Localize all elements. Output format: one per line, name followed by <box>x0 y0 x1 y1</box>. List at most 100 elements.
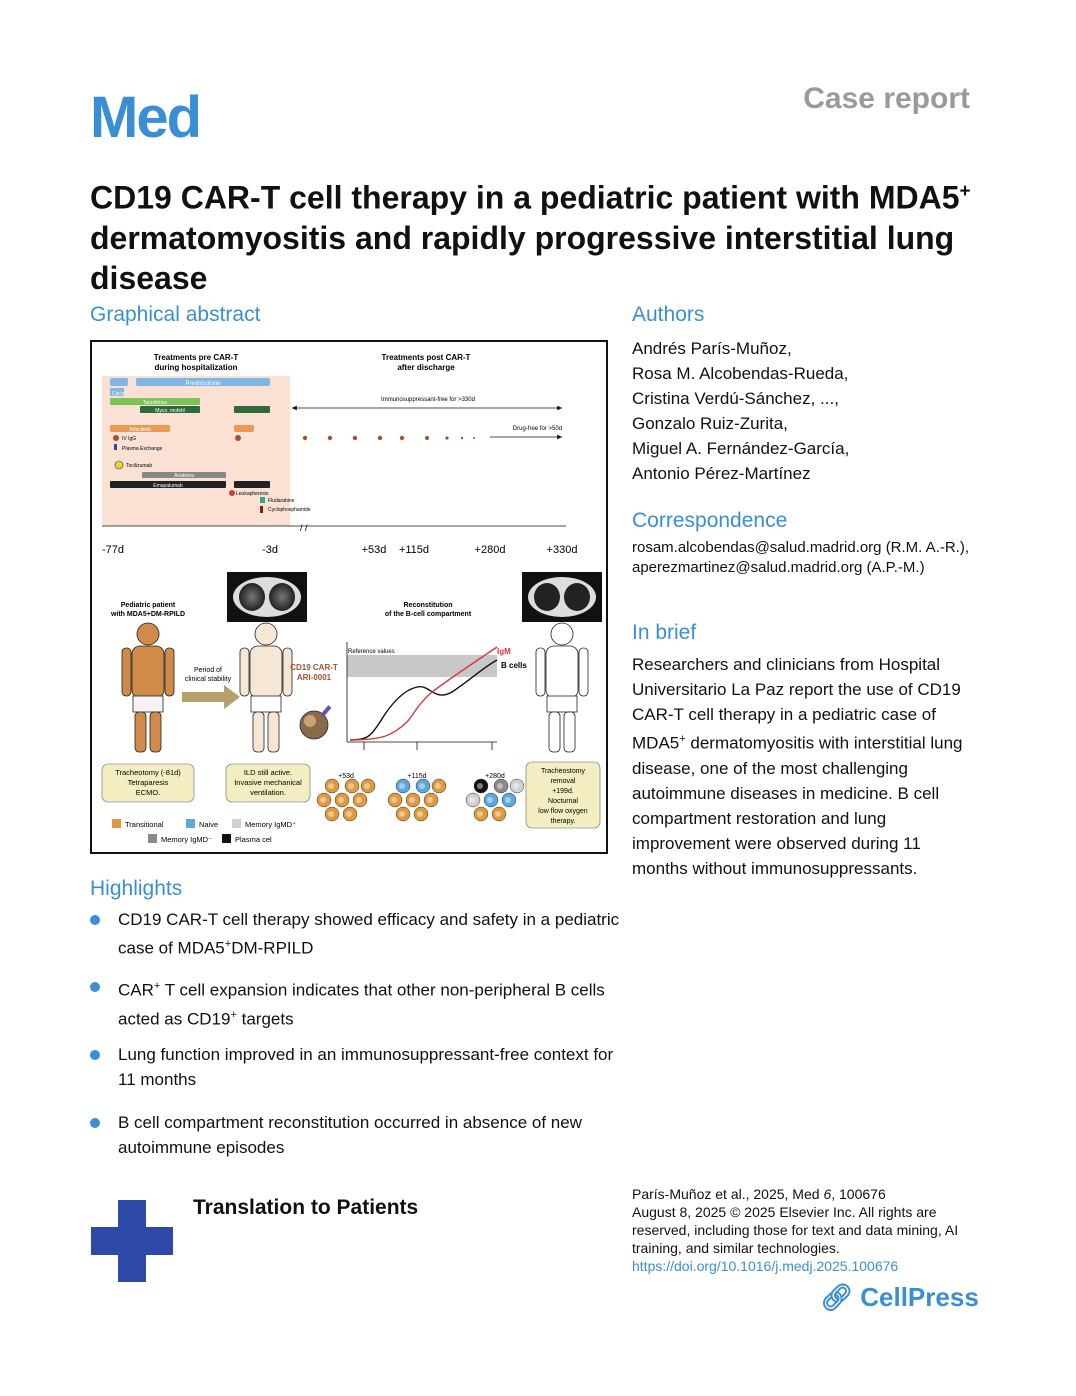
leukapheresis-label: Leukapheresis <box>236 491 269 497</box>
bcell-icon <box>324 806 340 822</box>
post-title-1: Treatments post CAR-T <box>382 353 471 362</box>
bcell-icon <box>423 792 439 808</box>
author-name[interactable]: Antonio Pérez-Martínez <box>632 464 811 483</box>
box3-line: low flow oxygen <box>538 808 588 815</box>
bcell-nucleus <box>487 797 493 803</box>
bcell-nucleus <box>419 783 425 789</box>
syringe-icon <box>320 705 332 717</box>
bcell-nucleus <box>348 783 354 789</box>
bcell-icon <box>413 806 429 822</box>
legend-label: Memory IgMD⁺ <box>245 820 296 829</box>
bcell-icon <box>493 778 509 794</box>
tofacitinib-bar-1 <box>110 425 170 432</box>
bcell-nucleus <box>346 811 352 817</box>
bcell-nucleus <box>477 783 483 789</box>
tofacitinib-label: Tofacitinib <box>129 427 151 433</box>
leukapheresis-dot <box>229 490 235 496</box>
legend-swatch-memory-minus <box>148 834 157 843</box>
bcell-clusters <box>316 778 525 822</box>
tick-label: +330d <box>547 544 578 556</box>
bullet-icon <box>90 1118 100 1128</box>
box3-line: Nocturnal <box>548 798 578 805</box>
bcell-chart: Reference values IgM B cells +53d +115d … <box>338 642 527 780</box>
post-title-2: after discharge <box>397 363 455 372</box>
box1-line: Tracheotomy (-81d) <box>115 768 181 777</box>
bullet-icon <box>90 982 100 992</box>
emapalumab-label: Emapalumab <box>153 483 183 489</box>
legend-swatch-transitional <box>112 819 121 828</box>
bcell-icon <box>483 792 499 808</box>
bcell-icon <box>509 778 525 794</box>
myco-label: Myco. mofetil <box>155 408 184 414</box>
dose-dot <box>377 435 383 441</box>
bcell-nucleus <box>320 797 326 803</box>
highlight-item: CD19 CAR-T cell therapy showed efficacy … <box>90 907 620 961</box>
pre-title-1: Treatments pre CAR-T <box>154 353 239 362</box>
prednisolone-bar-2 <box>136 378 270 386</box>
author-name[interactable]: Andrés París-Muñoz, <box>632 339 792 358</box>
bcell-nucleus <box>513 783 519 789</box>
dose-dot <box>352 435 358 441</box>
bcell-icon <box>316 792 332 808</box>
bcells-line <box>349 659 498 741</box>
bcell-nucleus <box>435 783 441 789</box>
chart-tick: +280d <box>485 773 505 780</box>
immuno-free-label: Immunosuppressant-free for >330d <box>381 397 475 403</box>
author-name[interactable]: Rosa M. Alcobendas-Rueda, <box>632 364 849 383</box>
recon-title-2: of the B-cell compartment <box>385 611 472 618</box>
tick-label: -3d <box>262 544 278 556</box>
igm-label: IgM <box>497 647 511 656</box>
email-link[interactable]: rosam.alcobendas@salud.madrid.org (R.M. … <box>632 539 970 556</box>
bcell-nucleus <box>364 783 370 789</box>
emapalumab-bar-2 <box>234 481 270 488</box>
bcell-icon <box>360 778 376 794</box>
ivig-label: IV IgG <box>122 436 136 442</box>
author-name[interactable]: Cristina Verdú-Sánchez, ..., <box>632 389 839 408</box>
box2-line: ventilation. <box>250 788 286 797</box>
author-name[interactable]: Gonzalo Ruiz-Zurita, <box>632 414 788 433</box>
box3-line: therapy. <box>551 818 576 825</box>
tofacitinib-bar-2 <box>234 425 254 432</box>
box3-line: removal <box>551 778 576 785</box>
tocilizumab-dot <box>114 460 124 470</box>
fludarabine-label: Fludarabine <box>268 498 295 504</box>
bcell-icon <box>431 778 447 794</box>
box2-line: Invasive mechanical <box>234 778 302 787</box>
citation: París-Muñoz et al., 2025, Med 6, 100676 … <box>632 1186 959 1274</box>
patient-label-1: Pediatric patient <box>121 602 176 609</box>
cyclo-bar <box>110 388 124 396</box>
reference-label: Reference values <box>348 649 395 655</box>
box1-line: Tetraparesis <box>128 778 169 787</box>
tick-label: +115d <box>399 544 429 556</box>
plasma-label: Plasma Exchange <box>122 446 163 452</box>
reference-band <box>347 655 497 677</box>
tacrolimus-label: Tacrolimus <box>143 400 167 406</box>
in-brief-heading: In brief <box>632 621 697 644</box>
legend-swatch-naive <box>186 819 195 828</box>
dose-dot <box>302 435 308 441</box>
author-name[interactable]: Miguel A. Fernández-García, <box>632 439 850 458</box>
bcell-nucleus <box>409 797 415 803</box>
period-label-1: Period of <box>194 667 222 674</box>
dose-dot <box>445 436 449 440</box>
cyclophosphamide-label: Cyclophosphamide <box>268 507 311 513</box>
bcell-nucleus <box>477 811 483 817</box>
myco-bar-2 <box>234 406 270 413</box>
igm-line <box>349 646 498 741</box>
box3-line: +199d. <box>552 788 574 795</box>
author-list: Andrés París-Muñoz, Rosa M. Alcobendas-R… <box>632 336 992 486</box>
email-link[interactable]: aperezmartinez@salud.madrid.org (A.P.-M.… <box>632 559 925 576</box>
patient-label-2: with MDA5+DM-RPILD <box>110 611 185 618</box>
info-box-after <box>525 761 601 829</box>
in-brief-text: Researchers and clinicians from Hospital… <box>632 655 963 878</box>
dose-dot <box>399 435 405 441</box>
doi-link[interactable]: https://doi.org/10.1016/j.medj.2025.1006… <box>632 1258 899 1274</box>
legend-label: Transitional <box>125 820 164 829</box>
plasma-marker <box>114 444 117 450</box>
ivig-dot <box>113 435 119 441</box>
link-icon: 🔗︎ <box>820 1282 854 1312</box>
legend-swatch-plasma <box>222 834 231 843</box>
highlight-item: CAR+ T cell expansion indicates that oth… <box>90 974 620 1031</box>
cart-label-2: ARI-0001 <box>297 673 332 682</box>
cyclophosphamide-marker <box>260 506 263 513</box>
